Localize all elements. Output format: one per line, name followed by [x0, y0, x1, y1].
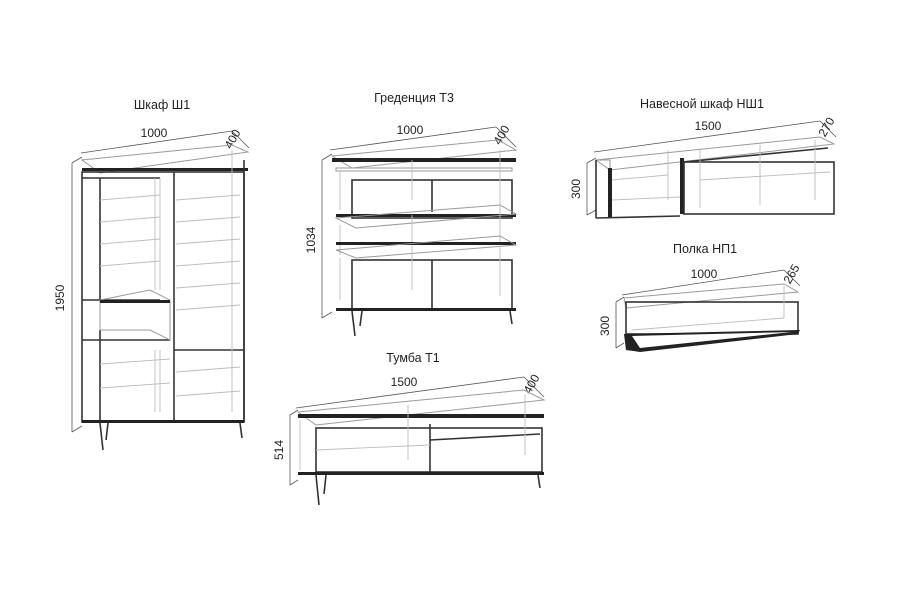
width-dimension-line [329, 126, 497, 151]
width-dimension: 1500 [391, 375, 418, 389]
item-credenza-t3: Греденция Т3 1000 400 1034 [304, 91, 518, 337]
item-title: Шкаф Ш1 [134, 98, 190, 112]
depth-dimension: 400 [221, 127, 243, 152]
item-shelf-np1: Полка НП1 1000 265 300 [598, 242, 803, 352]
width-dimension: 1000 [691, 267, 718, 281]
item-title: Полка НП1 [673, 242, 737, 256]
item-title: Греденция Т3 [374, 91, 454, 105]
width-dimension: 1000 [141, 126, 168, 140]
width-dimension: 1500 [695, 119, 722, 133]
height-dimension: 514 [272, 440, 286, 460]
height-dimension: 1950 [53, 284, 67, 311]
item-title: Навесной шкаф НШ1 [640, 97, 764, 111]
depth-dimension: 265 [780, 262, 802, 287]
height-dimension: 300 [598, 316, 612, 336]
item-cabinet-sh1: Шкаф Ш1 1000 400 1950 [53, 98, 250, 451]
height-dimension: 300 [569, 179, 583, 199]
depth-dimension: 400 [490, 123, 512, 148]
item-wall-cabinet-nsh1: Навесной шкаф НШ1 1500 270 300 [569, 97, 838, 219]
width-dimension-line [621, 269, 785, 296]
width-dimension-line [593, 120, 821, 153]
width-dimension-line [295, 376, 525, 409]
height-dimension: 1034 [304, 226, 318, 253]
width-dimension: 1000 [397, 123, 424, 137]
item-title: Тумба Т1 [386, 351, 439, 365]
width-dimension-line [80, 130, 233, 154]
item-cabinet-t1: Тумба Т1 1500 400 514 [272, 351, 546, 506]
